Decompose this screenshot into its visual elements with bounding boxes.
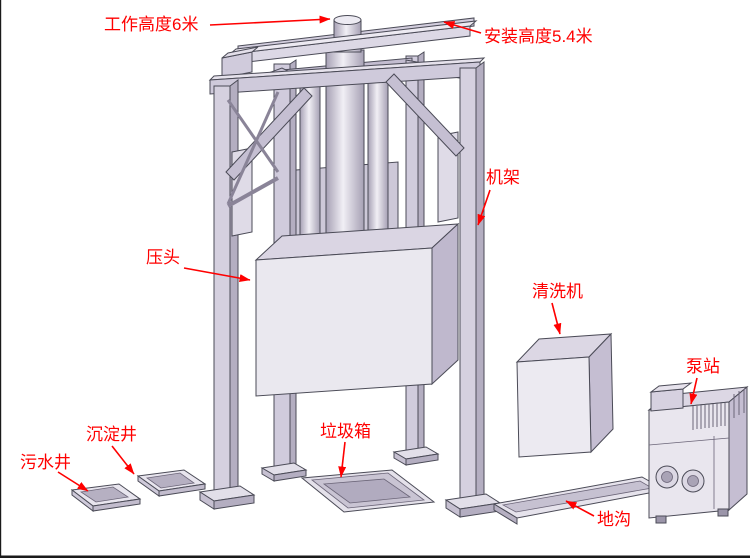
- pump-top-box: [649, 382, 693, 412]
- pump-ports: [655, 465, 705, 493]
- bottom-border: [0, 555, 750, 558]
- arrow-frame: [477, 189, 491, 226]
- left-border: [0, 0, 2, 558]
- arrow-pump-station: [689, 377, 698, 405]
- frame-foot-back-right: [392, 446, 440, 466]
- label-working-height: 工作高度6米: [104, 15, 198, 34]
- settling-well-pit: [136, 469, 207, 497]
- vent-louvers: [692, 389, 745, 430]
- label-installation-height: 安装高度5.4米: [484, 27, 593, 46]
- arrow-press-head: [183, 267, 251, 283]
- annotations: 工作高度6米 安装高度5.4米 机架 压头 清洗机 泵站 沉淀井 污水井 垃圾箱…: [20, 15, 720, 529]
- garbage-bin-pit: [300, 469, 436, 513]
- label-sewage-well: 污水井: [20, 453, 71, 472]
- press-head-box: [254, 222, 460, 397]
- label-pump-station: 泵站: [686, 357, 720, 376]
- frame-column-front-left: [213, 79, 239, 497]
- guide-plate-right: [437, 131, 459, 223]
- washing-machine: [515, 332, 614, 458]
- arrow-washing-machine: [551, 302, 562, 335]
- arrow-sewage-well: [57, 471, 89, 492]
- arrow-working-height: [209, 15, 331, 26]
- label-ground-trench: 地沟: [597, 510, 631, 529]
- pump-station: [647, 382, 749, 524]
- arrow-ground-trench: [565, 500, 595, 517]
- front-top-beam: [208, 57, 486, 95]
- label-washing-machine: 清洗机: [532, 282, 583, 301]
- label-garbage-bin: 垃圾箱: [320, 422, 371, 441]
- top-rails: [221, 15, 478, 79]
- arrow-garbage-bin: [338, 441, 347, 478]
- arrow-settling-well: [111, 445, 135, 475]
- frame-foot-back-left: [260, 462, 308, 482]
- diagonal-braces: [225, 73, 465, 208]
- label-press-head: 压头: [146, 248, 180, 267]
- label-settling-well: 沉淀井: [86, 425, 137, 444]
- frame-foot-front-right: [444, 493, 502, 518]
- gantry-frame: [198, 15, 502, 518]
- frame-foot-front-left: [198, 485, 256, 510]
- rail-end-block: [221, 46, 259, 79]
- arrow-installation-height: [443, 21, 482, 34]
- ground-trench: [492, 476, 667, 525]
- label-frame: 机架: [486, 168, 520, 187]
- frame-column-front-right: [459, 61, 485, 505]
- sewage-well-pit: [70, 483, 142, 513]
